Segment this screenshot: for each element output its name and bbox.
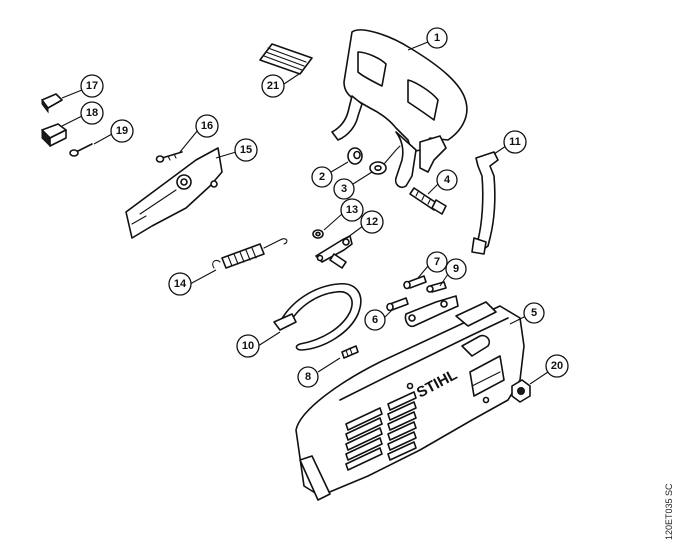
part-link — [315, 235, 353, 269]
part-bushing — [347, 147, 363, 165]
callout-1: 1 — [426, 27, 448, 49]
part-washer — [312, 229, 324, 239]
callout-15: 15 — [234, 138, 258, 162]
callout-3: 3 — [333, 178, 355, 200]
part-roll-pin — [341, 345, 359, 359]
callout-14: 14 — [168, 272, 192, 296]
callout-5: 5 — [523, 302, 545, 324]
callout-6: 6 — [364, 309, 386, 331]
drawing-reference-code: 120ET035 SC — [664, 483, 674, 540]
callout-7: 7 — [426, 251, 448, 273]
callout-19: 19 — [110, 119, 134, 143]
callout-11: 11 — [503, 130, 527, 154]
svg-text:2: 2 — [319, 171, 325, 183]
callout-13: 13 — [340, 198, 364, 222]
part-brake-band — [273, 283, 362, 351]
part-housing: STIHL — [295, 301, 525, 501]
part-brake-lever-arm — [404, 295, 459, 328]
part-pin-lower — [386, 297, 409, 312]
svg-text:10: 10 — [242, 340, 254, 352]
svg-text:4: 4 — [444, 174, 451, 186]
svg-text:20: 20 — [551, 360, 563, 372]
part-clip — [41, 93, 63, 114]
svg-text:15: 15 — [240, 144, 252, 156]
svg-text:6: 6 — [372, 314, 378, 326]
part-screw-small — [69, 143, 93, 157]
callout-10: 10 — [236, 334, 260, 358]
part-brake-lever — [471, 151, 499, 255]
part-spring-washer — [369, 145, 401, 175]
svg-text:3: 3 — [341, 183, 347, 195]
svg-text:13: 13 — [346, 204, 358, 216]
part-hand-guard — [331, 29, 468, 189]
part-switch — [41, 123, 67, 148]
svg-text:11: 11 — [509, 136, 521, 148]
svg-text:14: 14 — [174, 278, 187, 290]
part-nut — [511, 379, 531, 403]
svg-text:5: 5 — [531, 307, 537, 319]
svg-text:16: 16 — [201, 120, 213, 132]
callout-leaders — [61, 41, 549, 385]
callout-21: 21 — [261, 74, 285, 98]
part-cover-plate — [125, 147, 223, 239]
svg-text:8: 8 — [305, 371, 311, 383]
part-grip-pad — [259, 43, 313, 75]
svg-text:1: 1 — [434, 32, 440, 44]
callout-4: 4 — [436, 169, 458, 191]
svg-text:9: 9 — [453, 263, 459, 275]
part-tension-spring — [212, 238, 288, 269]
part-pin-short — [426, 281, 447, 293]
callout-16: 16 — [195, 114, 219, 138]
part-bolt — [409, 187, 447, 215]
callout-17: 17 — [80, 74, 104, 98]
part-screw — [155, 151, 183, 163]
callout-9: 9 — [445, 258, 467, 280]
callout-2: 2 — [311, 166, 333, 188]
svg-text:12: 12 — [366, 216, 378, 228]
part-pin-upper — [403, 275, 427, 290]
svg-text:21: 21 — [267, 80, 279, 92]
callout-20: 20 — [545, 354, 569, 378]
svg-text:18: 18 — [86, 107, 98, 119]
callout-8: 8 — [297, 366, 319, 388]
callout-18: 18 — [80, 101, 104, 125]
svg-text:7: 7 — [434, 256, 440, 268]
callout-12: 12 — [360, 210, 384, 234]
svg-text:17: 17 — [86, 80, 98, 92]
svg-text:19: 19 — [116, 125, 128, 137]
housing-cooling-slots — [345, 391, 417, 471]
